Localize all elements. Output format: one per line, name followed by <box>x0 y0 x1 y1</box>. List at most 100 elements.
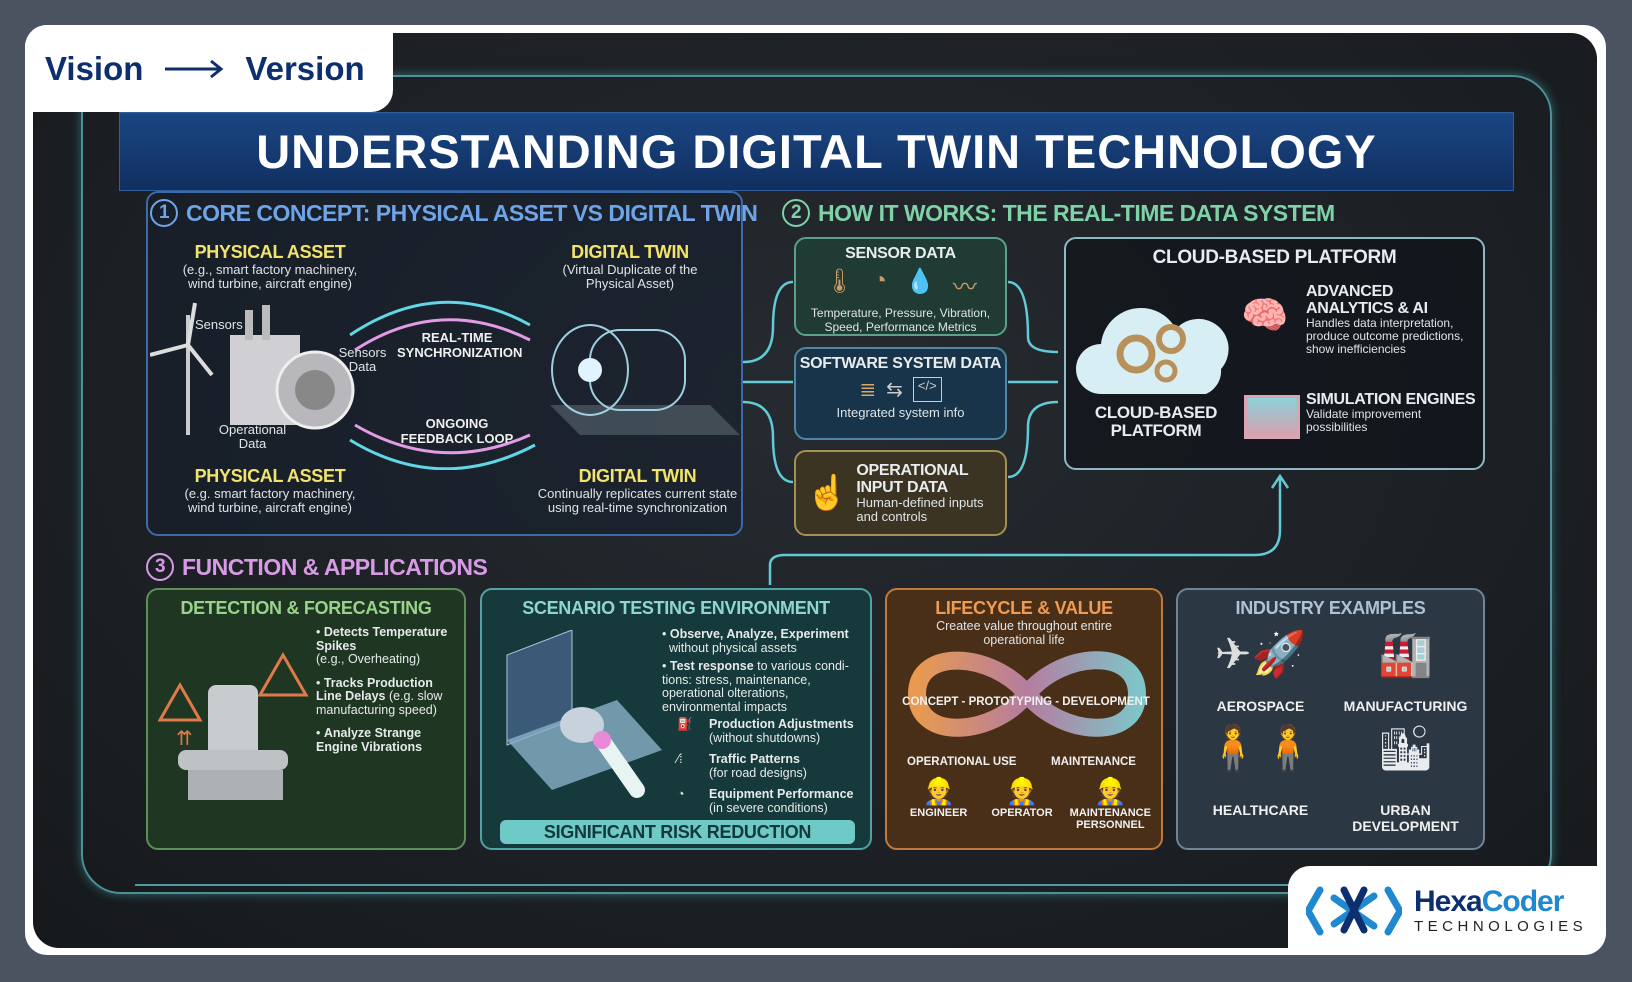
vision-text: Vision <box>45 49 144 87</box>
box-title: DETECTION & FORECASTING <box>180 598 432 618</box>
role-label: MAINTENANCE PERSONNEL <box>1069 807 1151 831</box>
list-item: • Tracks Production Line Delays (e.g. sl… <box>316 675 443 717</box>
desc: (e.g. smart factory machinery, wind turb… <box>184 486 356 515</box>
digital-twin-bottom: DIGITAL TWIN Continually replicates curr… <box>535 466 740 515</box>
industry-label: MANUFACTURING <box>1343 698 1468 714</box>
operational-input-data-box: ☝ OPERATIONAL INPUT DATA Human-defined i… <box>794 450 1007 536</box>
lifecycle-value-box: LIFECYCLE & VALUE Createe value througho… <box>885 588 1163 850</box>
desc: Continually replicates current state usi… <box>537 486 738 515</box>
virtual-testing-hand-icon <box>506 630 662 798</box>
item-desc: Validate improvement possibilities <box>1306 407 1422 434</box>
speedometer-icon: ◔ <box>677 787 685 801</box>
industry-grid: ✈🚀AEROSPACE 🏭MANUFACTURING 🧍🧍HEALTHCARE … <box>1188 628 1478 834</box>
airplane-rocket-icon: ✈🚀 <box>1214 630 1307 679</box>
worker-icon: 👷 <box>1005 776 1039 806</box>
cloud-platform-box: CLOUD-BASED PLATFORM CLOUD-BASED PLATFOR… <box>1064 237 1485 470</box>
digital-twin-top: DIGITAL TWIN (Virtual Duplicate of the P… <box>550 242 710 291</box>
sensors-data-label: Sensors Data <box>338 345 387 374</box>
industry-manufacturing: 🏭 MANUFACTURING <box>1333 628 1478 714</box>
feedback-arc-2 <box>349 438 536 470</box>
scenario-bullet-2: • Test response to various condi-tions: … <box>662 659 849 714</box>
operational-data-label: Operational Data <box>218 422 287 451</box>
section3-header: 3 FUNCTION & APPLICATIONS <box>146 553 488 581</box>
role-label: OPERATOR <box>991 807 1053 819</box>
sensors-label: Sensors <box>195 317 243 332</box>
sync-arc-top-2 <box>354 318 531 352</box>
sensor-data-box: SENSOR DATA 🌡◔💧〰 Temperature, Pressure, … <box>794 237 1007 336</box>
box-title: SCENARIO TESTING ENVIRONMENT <box>522 598 830 618</box>
box-title: CLOUD-BASED PLATFORM <box>1152 247 1397 268</box>
item-title: SIMULATION ENGINES <box>1306 391 1476 408</box>
human-body-icon: 🧍🧍 <box>1205 724 1316 773</box>
scenario-testing-box: SCENARIO TESTING ENVIRONMENT • Observe, … <box>480 588 872 850</box>
industry-label: HEALTHCARE <box>1212 802 1309 818</box>
loop-label: CONCEPT - PROTOTYPING - DEVELOPMENT <box>902 696 1150 708</box>
section-number: 2 <box>782 199 810 227</box>
section-number: 1 <box>150 199 178 227</box>
label: DIGITAL TWIN <box>571 242 689 262</box>
box-title: SENSOR DATA <box>845 245 956 262</box>
logo-sub: TECHNOLOGIES <box>1414 918 1588 935</box>
box-title: SOFTWARE SYSTEM DATA <box>799 355 1002 372</box>
software-icons: ≣ ⇆ </> <box>796 377 1005 402</box>
infinity-loop-icon <box>907 651 1147 737</box>
simulation-item: SIMULATION ENGINES Validate improvement … <box>1306 391 1481 434</box>
role-engineer: 👷ENGINEER <box>899 776 979 831</box>
feedback-loop-label: ONGOING FEEDBACK LOOP <box>400 416 514 446</box>
gauge-icon: ◔ <box>872 267 888 294</box>
item-title: ADVANCED ANALYTICS & AI <box>1306 283 1428 317</box>
feedback-arc <box>354 423 531 455</box>
list-item: • Detects Temperature Spikes(e.g., Overh… <box>316 625 448 666</box>
logo-wordmark: HexaCoder TECHNOLOGIES <box>1414 885 1588 936</box>
city-buildings-icon: 🏙 <box>1377 724 1434 773</box>
section-title: CORE CONCEPT: PHYSICAL ASSET VS DIGITAL … <box>186 199 758 226</box>
logo-hexa: Hexa <box>1414 885 1483 918</box>
hexacoder-logo: HexaCoder TECHNOLOGIES <box>1288 866 1606 955</box>
sensor-icons: 🌡◔💧〰 <box>796 267 1005 302</box>
thermometer-icon: 🌡 <box>824 268 855 295</box>
box-desc: Human-defined inputs and controls <box>856 495 984 524</box>
industry-urban: 🏙URBAN DEVELOPMENT <box>1333 722 1478 834</box>
version-text: Version <box>245 49 365 87</box>
section-title: FUNCTION & APPLICATIONS <box>182 553 488 580</box>
brain-icon: 🧠 <box>1241 295 1289 337</box>
box-title: OPERATIONAL INPUT DATA <box>856 462 969 496</box>
long-arrow-right-icon <box>165 59 224 78</box>
box-desc: Temperature, Pressure, Vibration, Speed,… <box>810 306 991 334</box>
vibration-wave-icon: 〰 <box>952 274 977 301</box>
box-desc: Integrated system info <box>836 405 965 420</box>
scenario-items: ⛽Production Adjustments(without shutdown… <box>677 717 872 815</box>
feedback-connector <box>768 473 1290 585</box>
scenario-bullet-1: • Observe, Analyze, Experiment without p… <box>662 627 849 655</box>
wind-turbine-icon <box>150 302 214 435</box>
vision-version-tag: Vision Version <box>25 25 393 112</box>
page-title: UNDERSTANDING DIGITAL TWIN TECHNOLOGY <box>119 112 1514 191</box>
physical-asset-top: PHYSICAL ASSET (e.g., smart factory mach… <box>170 242 370 291</box>
industry-label: AEROSPACE <box>1216 698 1305 714</box>
industry-aerospace: ✈🚀 AEROSPACE <box>1188 628 1333 714</box>
role-label: ENGINEER <box>909 807 968 819</box>
software-system-data-box: SOFTWARE SYSTEM DATA ≣ ⇆ </> Integrated sy… <box>794 347 1007 440</box>
simulation-monitor-icon <box>1244 395 1300 439</box>
detection-forecasting-box: DETECTION & FORECASTING ⇈ • Detects Temp… <box>146 588 466 850</box>
sync-arrows-icon: ⇆ <box>886 379 903 401</box>
list-item: ◔Equipment Performance(in severe conditi… <box>677 787 854 815</box>
label: PHYSICAL ASSET <box>194 466 346 486</box>
data-flow-connectors <box>743 280 1059 484</box>
factory-icon: 🏭 <box>1378 630 1433 679</box>
road-icon: ⁄⁞ <box>677 752 683 766</box>
industry-healthcare: 🧍🧍 HEALTHCARE <box>1188 722 1333 834</box>
worker-icon: 👷 <box>922 776 955 806</box>
code-window-icon: </> <box>912 377 942 402</box>
section1-header: 1 CORE CONCEPT: PHYSICAL ASSET VS DIGITA… <box>150 199 758 227</box>
roles: 👷ENGINEER 👷OPERATOR 👷MAINTENANCE PERSONN… <box>897 776 1157 831</box>
desc: (Virtual Duplicate of the Physical Asset… <box>562 262 698 291</box>
role-operator: 👷OPERATOR <box>982 776 1062 831</box>
maintenance-label: MAINTENANCE <box>1051 756 1136 768</box>
database-icon: ≣ <box>859 379 877 401</box>
touch-panel-icon: ☝ <box>806 474 849 512</box>
svg-text:⇈: ⇈ <box>176 728 193 750</box>
sync-arc-top <box>349 300 531 337</box>
worker-icon: 👷 <box>1094 776 1127 806</box>
logo-coder: Coder <box>1481 885 1565 918</box>
